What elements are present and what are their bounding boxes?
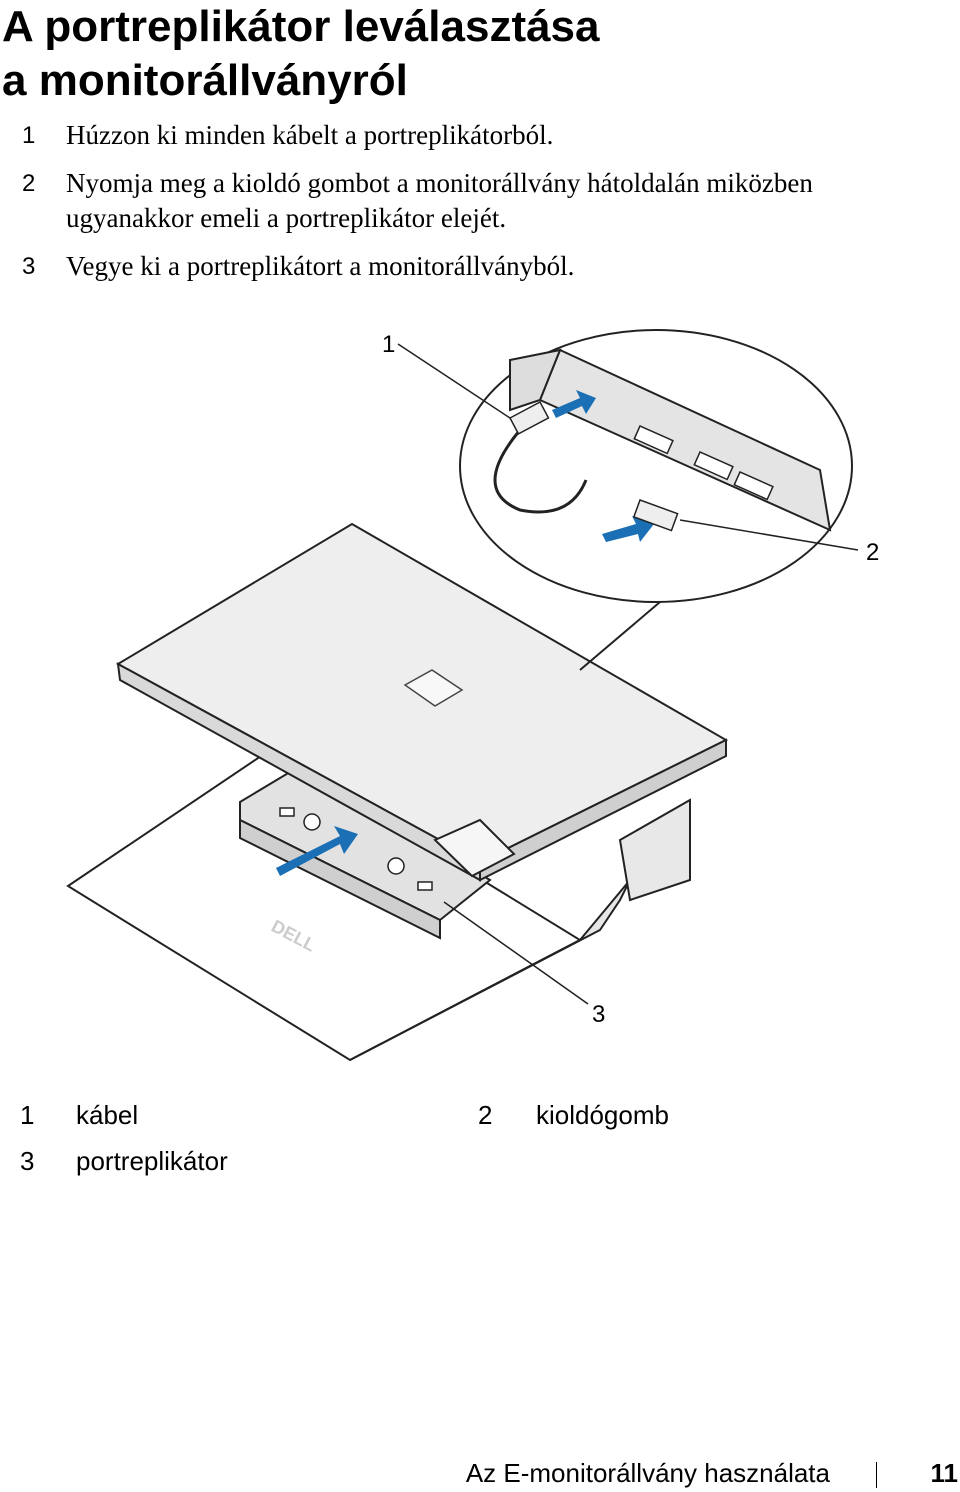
step-text: Vegye ki a portreplikátort a monitorállv… — [66, 251, 575, 281]
page-title: A portreplikátor leválasztása a monitorá… — [2, 0, 600, 108]
callout-1: 1 — [382, 331, 395, 358]
step-number: 1 — [22, 122, 36, 149]
legend-text: kioldógomb — [536, 1100, 669, 1130]
illustration-drawing: DELL 1 2 — [66, 329, 879, 1062]
page-title-line-1: A portreplikátor leválasztása — [2, 2, 600, 51]
step-item: 2 Nyomja meg a kioldó gombot a monitorál… — [0, 166, 930, 236]
detail-circle — [459, 329, 853, 671]
legend-text: portreplikátor — [76, 1146, 228, 1176]
page-title-line-2: a monitorállványról — [2, 56, 408, 105]
page-footer: Az E-monitorállvány használata 11 — [0, 1458, 960, 1492]
legend-number: 1 — [20, 1100, 35, 1130]
legend-number: 2 — [478, 1100, 493, 1130]
callout-2: 2 — [866, 539, 879, 566]
legend-number: 3 — [20, 1146, 35, 1176]
laptop-top — [115, 522, 729, 882]
removal-arrow — [276, 826, 358, 876]
page-number: 11 — [930, 1458, 959, 1488]
legend-row: 3 portreplikátor — [0, 1146, 960, 1192]
footer-separator — [876, 1462, 877, 1488]
step-text: Nyomja meg a kioldó gombot a monitorállv… — [66, 168, 813, 233]
figure-legend: 1 kábel 2 kioldógomb 3 portreplikátor — [0, 1100, 960, 1192]
step-item: 1 Húzzon ki minden kábelt a portreplikát… — [0, 118, 930, 153]
step-number: 2 — [22, 170, 36, 197]
port-replicator-base — [239, 764, 492, 940]
illustration: DELL 1 2 — [40, 320, 940, 1080]
step-text: Húzzon ki minden kábelt a portreplikátor… — [66, 120, 554, 150]
release-button-arrow — [602, 516, 654, 542]
step-list: 1 Húzzon ki minden kábelt a portreplikát… — [0, 118, 930, 297]
step-number: 3 — [22, 253, 36, 280]
legend-row: 1 kábel 2 kioldógomb — [0, 1100, 960, 1146]
callout-3: 3 — [592, 1001, 605, 1028]
stand-base — [66, 748, 691, 1062]
step-item: 3 Vegye ki a portreplikátort a monitorál… — [0, 249, 930, 284]
cable-arrow — [552, 390, 596, 418]
footer-section-title: Az E-monitorállvány használata — [465, 1458, 830, 1488]
legend-text: kábel — [76, 1100, 139, 1130]
